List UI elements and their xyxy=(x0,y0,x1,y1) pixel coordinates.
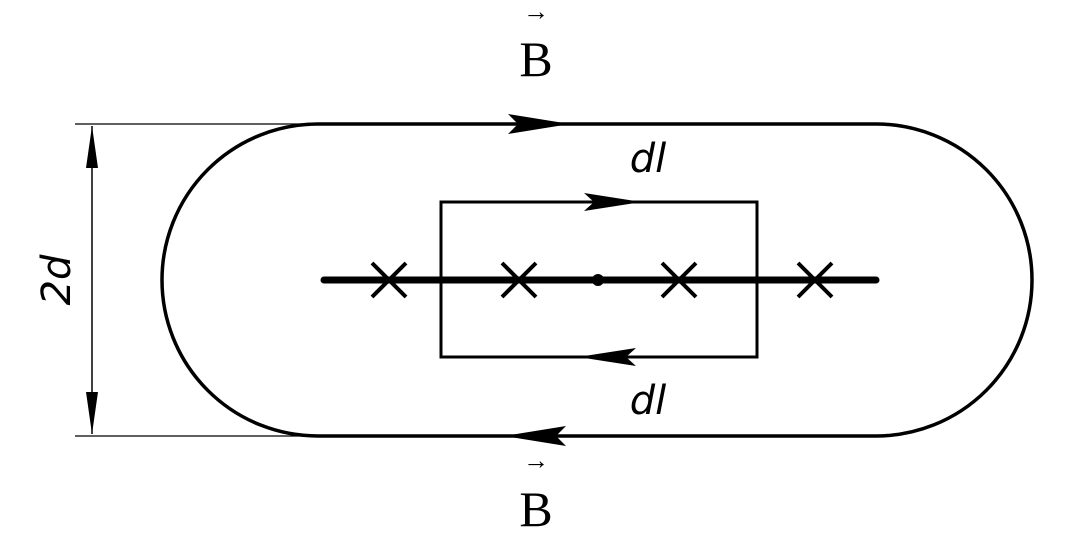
current-cross-1 xyxy=(370,261,408,299)
loop-arrow-top xyxy=(584,193,642,211)
centre-dot xyxy=(592,274,604,286)
dimension-arrow-top xyxy=(86,126,98,168)
current-cross-4 xyxy=(796,261,834,299)
outer-arrow-bottom xyxy=(504,426,566,446)
current-cross-3 xyxy=(660,261,698,299)
element-label-top: dl xyxy=(630,136,667,182)
current-cross-2 xyxy=(500,261,538,299)
vector-arrow-top: → xyxy=(523,0,549,26)
field-symbol-top: B xyxy=(519,31,552,87)
field-symbol-bottom: B xyxy=(519,481,552,537)
element-label-bottom: dl xyxy=(630,378,667,424)
loop-arrow-bottom xyxy=(578,348,636,366)
vector-arrow-bottom: → xyxy=(523,446,549,475)
field-label-top: → B xyxy=(519,0,552,87)
field-label-bottom: → B xyxy=(519,446,552,537)
dimension-label: 2d xyxy=(34,254,80,305)
outer-contour xyxy=(160,122,1034,438)
outer-arrow-top xyxy=(508,114,570,134)
dimension-arrow-bottom xyxy=(86,392,98,434)
